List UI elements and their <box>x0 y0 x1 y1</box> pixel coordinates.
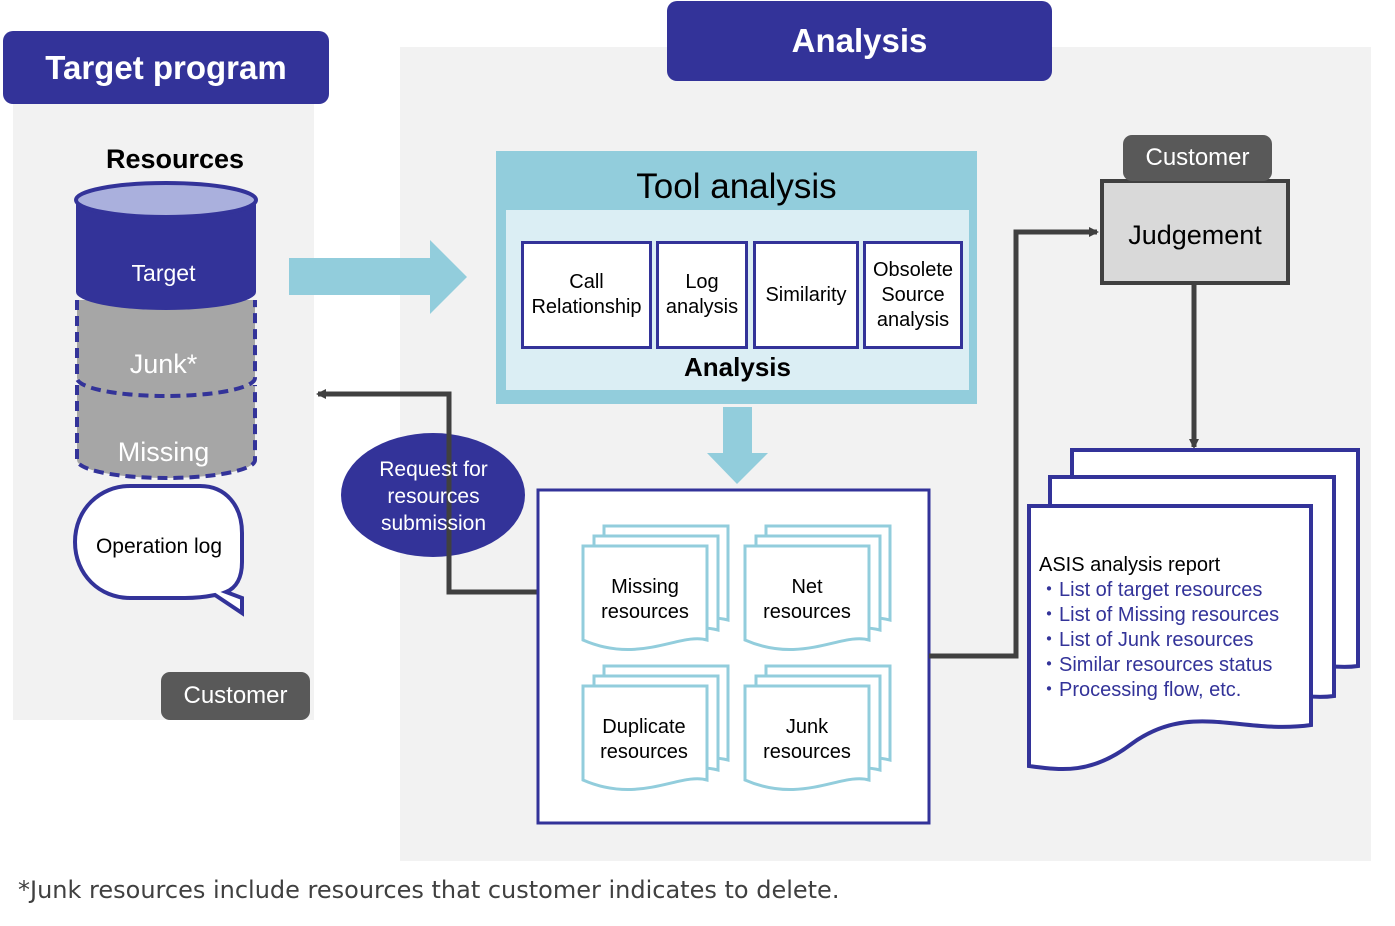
output-doc-net <box>743 524 892 651</box>
tool-item-call-relationship: Call Relationship <box>521 241 652 349</box>
output-net-label: Net resources <box>763 576 851 623</box>
operation-log-label: Operation log <box>95 535 223 558</box>
layer-missing-label: Missing <box>117 436 210 467</box>
operation-log-bubble <box>72 484 244 617</box>
judgement-box <box>1100 179 1290 285</box>
output-junk-label: Junk resources <box>763 716 851 763</box>
tool-analysis-title: Tool analysis <box>636 167 837 206</box>
layer-target-label: Target <box>131 259 196 286</box>
output-doc-duplicate <box>581 664 730 791</box>
tool-analysis-footer: Analysis <box>684 351 791 382</box>
judgement-line <box>929 227 1099 659</box>
customer-tag-right: Customer <box>1123 135 1272 181</box>
output-missing-label: Missing resources <box>601 576 689 623</box>
output-doc-junk <box>743 664 892 791</box>
junk-layer <box>75 300 257 398</box>
output-duplicate-label: Duplicate resources <box>600 716 688 763</box>
submit-arrow <box>289 240 467 314</box>
layer-junk-label: Junk* <box>129 348 198 379</box>
footnote: *Junk resources include resources that c… <box>18 876 840 904</box>
customer-tag-left: Customer <box>161 672 310 720</box>
report-stack <box>1027 448 1360 772</box>
output-doc-missing <box>581 524 730 651</box>
report-item: ・Similar resources status <box>1039 654 1273 676</box>
report-title: ASIS analysis report <box>1039 554 1221 576</box>
target-program-header: Target program <box>3 31 329 104</box>
request-bubble-label: Request for resources submission <box>379 457 488 535</box>
report-item: ・List of target resources <box>1039 579 1263 601</box>
resources-title: Resources <box>105 143 245 174</box>
tool-item-log-analysis: Log analysis <box>656 241 748 349</box>
report-item: ・List of Junk resources <box>1039 629 1254 651</box>
tool-item-similarity: Similarity <box>753 241 859 349</box>
output-arrow <box>707 407 768 484</box>
analysis-header: Analysis <box>667 1 1052 81</box>
judgement-label: Judgement <box>1128 219 1262 250</box>
report-text: ASIS analysis report ・List of target res… <box>1039 553 1307 703</box>
tool-item-obsolete-source: Obsolete Source analysis <box>863 241 963 349</box>
report-item: ・List of Missing resources <box>1039 604 1280 626</box>
request-line <box>316 389 584 595</box>
request-bubble <box>341 433 525 557</box>
target-layer <box>74 181 258 310</box>
missing-layer <box>75 385 257 480</box>
report-item: ・Processing flow, etc. <box>1039 679 1242 701</box>
